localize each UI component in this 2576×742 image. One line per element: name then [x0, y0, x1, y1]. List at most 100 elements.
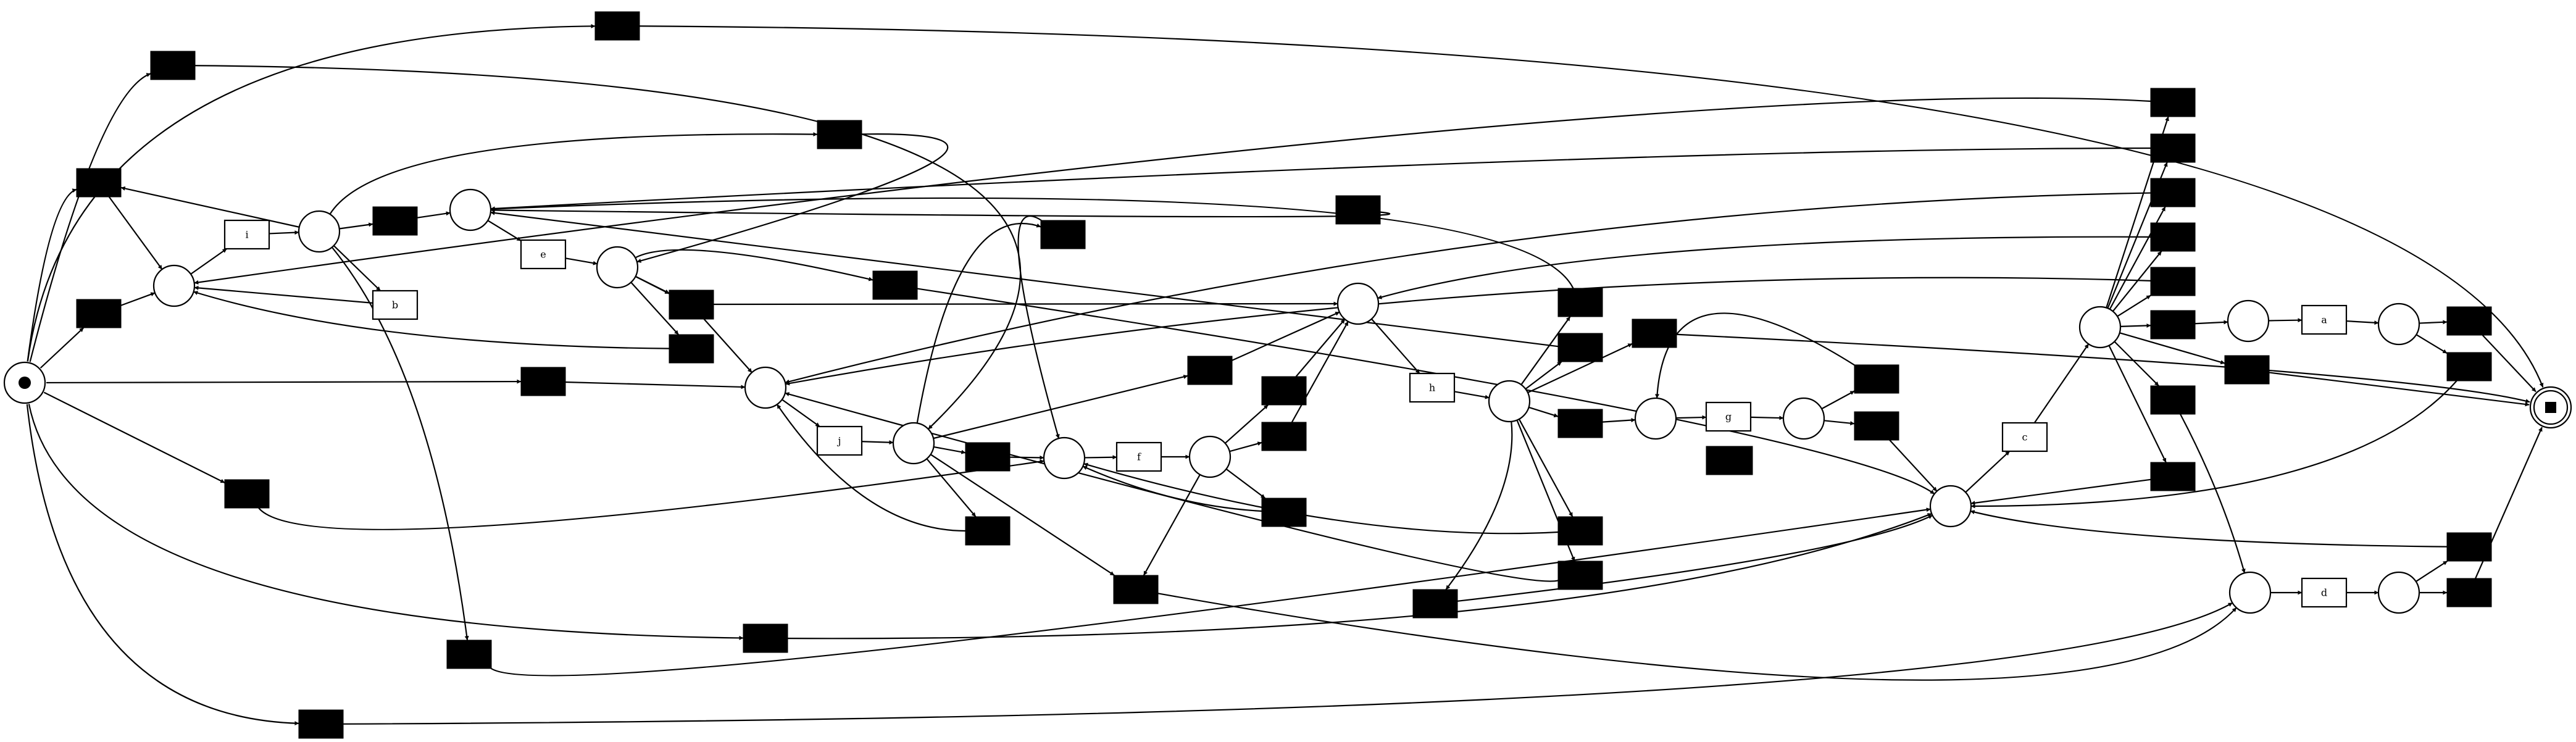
silent-transition: [2446, 532, 2492, 562]
transition-label: b: [392, 299, 398, 311]
arc-p11-tg: [1675, 415, 1707, 420]
silent-transition: [224, 479, 270, 509]
transition-h: h: [1409, 372, 1456, 403]
place-p1: [152, 264, 196, 307]
arc-s42-p17: [2180, 414, 2246, 573]
silent-transition: [372, 206, 418, 236]
arc-s21-p9: [1295, 319, 1346, 377]
silent-transition: [2150, 178, 2196, 207]
arc-src-s4: [27, 188, 77, 362]
arc-s2-p6: [194, 65, 1022, 430]
place-p18: [2377, 571, 2420, 614]
place-p17: [2228, 571, 2272, 614]
place-p3: [449, 188, 492, 231]
arc-s19-p7: [1009, 455, 1044, 460]
silent-transition: [1557, 516, 1603, 546]
arc-p13-tc: [1965, 451, 2011, 493]
silent-transition: [2446, 578, 2492, 607]
transition-j: j: [816, 425, 863, 456]
transition-b: b: [372, 290, 419, 320]
silent-transition: [2150, 462, 2196, 491]
arc-src-s7: [46, 379, 522, 384]
arc-s20-p5: [776, 404, 966, 532]
arc-p2-s6: [339, 222, 373, 230]
silent-transition: [2446, 352, 2492, 381]
arc-tg-p12: [1750, 415, 1784, 420]
arc-p2-s11: [331, 246, 469, 641]
arc-p5-tj: [782, 399, 820, 427]
arc-p4-s14: [635, 275, 670, 294]
arc-p6-s20: [926, 458, 977, 517]
arc-s23-p7: [1082, 465, 1262, 512]
silent-transition: [2224, 355, 2270, 385]
transition-box: [2301, 304, 2348, 335]
arc-p14-s39: [2117, 294, 2151, 317]
transition-box: [520, 239, 567, 270]
silent-transition: [1040, 220, 1086, 249]
transition-label: j: [837, 435, 841, 447]
arc-s37-p5: [785, 192, 2151, 384]
silent-transition: [669, 334, 714, 364]
transition-c: c: [2001, 422, 2048, 452]
arc-p2-s3: [329, 132, 818, 215]
place-p13: [1929, 485, 1972, 528]
arc-p6-s15: [916, 223, 1041, 423]
silent-transition: [76, 168, 122, 198]
arc-p8-s21: [1224, 404, 1269, 444]
arc-s24-p17: [1157, 593, 2237, 681]
arc-s44-sink: [2482, 335, 2536, 393]
arc-p12-s34: [1824, 420, 1855, 426]
transition-box: [2001, 422, 2048, 452]
transition-box: [1409, 372, 1456, 403]
arc-s33-p11: [1655, 312, 1855, 399]
transition-g: g: [1705, 401, 1752, 432]
arc-p7-tf: [1084, 455, 1117, 460]
silent-transition: [743, 623, 788, 653]
silent-transition: [594, 11, 640, 41]
silent-transition: [520, 367, 566, 396]
arc-s29-p7: [1083, 462, 1559, 535]
place-p7: [1043, 436, 1086, 480]
arc-ta-p16: [2346, 320, 2379, 325]
arcs: [26, 23, 2544, 726]
arc-p18-s46: [2416, 561, 2448, 582]
arc-s5-p1: [120, 292, 156, 306]
arc-p14-s42: [2114, 341, 2159, 386]
arc-p3-te: [487, 220, 522, 241]
arc-s38-p9: [1377, 236, 2151, 299]
silent-transition: [1187, 356, 1233, 385]
silent-transition: [1854, 411, 1899, 441]
arc-s39-p5: [785, 277, 2151, 386]
arc-s43-p13: [1970, 478, 2151, 506]
silent-transition: [2446, 306, 2492, 336]
arc-s45-p13: [1970, 380, 2457, 509]
silent-transition: [965, 442, 1011, 472]
silent-transition: [76, 299, 122, 328]
arc-p14-s41: [2119, 332, 2225, 365]
transition-label: e: [540, 249, 546, 261]
transition-box: [1705, 401, 1752, 432]
silent-transition: [150, 51, 196, 80]
transition-label: d: [2321, 587, 2327, 599]
arc-s46-p13: [1970, 510, 2448, 548]
arc-p14-s38: [2112, 251, 2162, 312]
silent-transition: [817, 120, 862, 149]
silent-transition: [1113, 575, 1159, 604]
place-p4: [596, 246, 639, 289]
arc-s11-p13: [491, 507, 1931, 677]
silent-transition: [872, 270, 918, 300]
arc-s14-p5: [703, 319, 752, 373]
silent-transition: [298, 709, 344, 739]
arc-p10-s28: [1528, 406, 1559, 418]
arc-p12-s33: [1821, 390, 1855, 410]
transition-f: f: [1115, 441, 1162, 472]
arc-te-p4: [565, 257, 598, 265]
arc-s25-p3: [490, 197, 1574, 289]
silent-transition: [1557, 409, 1603, 438]
arc-th-p10: [1454, 391, 1490, 399]
arc-p10-s25: [1520, 316, 1571, 385]
silent-transition: [2150, 88, 2196, 117]
silent-transition: [965, 516, 1011, 546]
silent-transition: [1261, 498, 1307, 527]
arc-s1-sink: [639, 25, 2544, 388]
